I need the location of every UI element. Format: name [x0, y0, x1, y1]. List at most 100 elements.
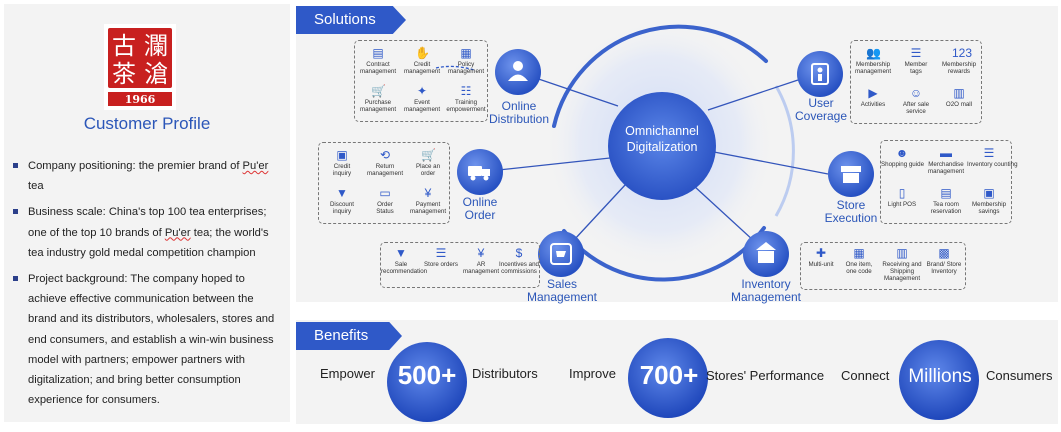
feature-o2o-mall: ▥O2O mall [945, 86, 973, 108]
play-icon: ▶ [868, 86, 878, 100]
benefit-circle-stores [628, 338, 708, 418]
solutions-diagram [435, 19, 874, 282]
benefit-suffix-consumers: Consumers [986, 368, 1053, 383]
customer-profile-panel: 古 瀾 茶 滄 1966 Customer Profile Company po… [4, 4, 290, 422]
benefits-panel: Empower 500+ Distributors Improve 700+ S… [296, 320, 1058, 424]
counting-icon: ☰ [983, 146, 995, 160]
bullet-positioning: Company positioning: the premier brand o… [12, 156, 282, 196]
solutions-tag: Solutions [296, 6, 406, 34]
feature-shopping-guide: ☻Shopping guide [881, 146, 925, 168]
qr-code-icon: ▦ [853, 246, 865, 260]
hub-circle [608, 92, 716, 200]
logo-char: 茶 [112, 60, 136, 88]
profile-bullet-list: Company positioning: the premier brand o… [12, 156, 282, 416]
orders-icon: ☰ [435, 246, 447, 260]
mall-icon: ▥ [953, 86, 965, 100]
training-icon: ☷ [460, 84, 472, 98]
hub-label: Omnichannel Digitalization [625, 124, 699, 154]
inventory-icon: ▩ [938, 246, 950, 260]
event-icon: ✦ [416, 84, 428, 98]
dollar-bag-icon: $ [515, 246, 523, 260]
benefit-circle-consumers [899, 340, 979, 420]
guide-icon: ☻ [895, 146, 909, 160]
inventory-features-box: ✚Multi-unit ▦One item,one code ▥Receivin… [800, 242, 966, 290]
multi-unit-icon: ✚ [815, 246, 827, 260]
feature-one-item-one-code: ▦One item,one code [845, 246, 873, 275]
benefit-suffix-stores: Stores' Performance [706, 368, 825, 383]
document-icon: ▦ [460, 46, 472, 60]
benefit-value-stores: 700+ [639, 360, 699, 390]
warehouse-icon: ▥ [896, 246, 908, 260]
service-icon: ☺ [909, 86, 923, 100]
handshake-icon: ✋ [415, 46, 430, 60]
benefit-value-consumers: Millions [908, 366, 972, 387]
feature-activities: ▶Activities [860, 86, 886, 108]
rewards-icon: 123 [952, 46, 973, 60]
savings-icon: ▣ [983, 186, 995, 200]
node-online-distribution [495, 49, 541, 95]
logo-year: 1966 [125, 93, 156, 106]
merchandise-icon: ▬ [940, 146, 952, 160]
feature-multi-unit: ✚Multi-unit [808, 246, 834, 268]
recommend-icon: ▼ [395, 246, 407, 260]
benefit-circle-distributors [387, 342, 467, 422]
cart-icon: 🛒 [421, 148, 436, 162]
bullet-business-scale: Business scale: China's top 100 tea ente… [12, 202, 282, 263]
logo-char: 瀾 [144, 32, 168, 60]
contract-icon: ▤ [372, 46, 384, 60]
discount-icon: ▼ [336, 186, 348, 200]
tags-icon: ☰ [910, 46, 922, 60]
money-bag-icon: ¥ [477, 246, 485, 260]
reservation-icon: ▤ [940, 186, 952, 200]
benefit-value-distributors: 500+ [397, 360, 457, 390]
logo-char: 古 [112, 32, 136, 60]
bullet-project-background: Project background: The company hoped to… [12, 269, 282, 410]
feature-light-pos: ▯Light POS [887, 186, 917, 208]
credit-icon: ▣ [336, 148, 348, 162]
feature-inventory-counting: ☰Inventory counting [967, 146, 1018, 168]
phone-icon: ▯ [898, 186, 906, 200]
cart-icon: 🛒 [371, 84, 386, 98]
feature-store-orders: ☰Store orders [423, 246, 459, 268]
benefit-prefix-empower: Empower [320, 366, 375, 381]
members-icon: 👥 [866, 46, 881, 60]
benefit-prefix-connect: Connect [841, 368, 890, 383]
customer-profile-title: Customer Profile [83, 114, 211, 133]
status-icon: ▭ [379, 186, 391, 200]
